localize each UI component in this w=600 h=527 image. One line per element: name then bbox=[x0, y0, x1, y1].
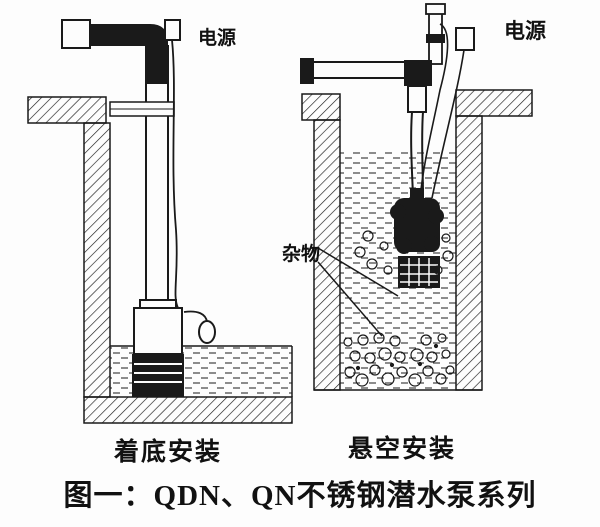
right-pump-top-knob bbox=[410, 188, 424, 200]
right-suspension-cable bbox=[419, 23, 449, 199]
right-stem-collar bbox=[426, 34, 445, 43]
right-floating-debris bbox=[354, 230, 454, 275]
power-label-left: 电源 bbox=[198, 26, 236, 49]
figure-caption: 图一：QDN、QN不锈钢潜水泵系列 bbox=[64, 479, 537, 512]
left-pump-strainer-base bbox=[132, 354, 184, 397]
right-discharge-elbow bbox=[404, 60, 432, 86]
right-pump-body-edge bbox=[396, 238, 412, 254]
left-pit-floor bbox=[83, 396, 293, 424]
right-pit-wall-right bbox=[455, 115, 483, 391]
left-pipe-outlet-coupling bbox=[61, 19, 91, 49]
right-ground-band-left bbox=[301, 93, 341, 121]
left-float-switch bbox=[198, 320, 216, 344]
debris-leader-line bbox=[317, 261, 383, 337]
left-pump-body bbox=[133, 307, 183, 355]
right-power-plug bbox=[455, 27, 475, 51]
right-ground-band-right bbox=[455, 89, 533, 117]
debris-label: 杂物 bbox=[282, 242, 320, 265]
right-power-cord bbox=[431, 49, 465, 199]
right-installation-diagram: 杂物 电源 悬空安装 bbox=[282, 3, 546, 463]
left-power-cord bbox=[171, 39, 179, 309]
left-caption: 着底安装 bbox=[113, 437, 222, 466]
right-stem-cap bbox=[425, 3, 446, 15]
left-discharge-elbow bbox=[90, 24, 168, 84]
right-horizontal-pipe bbox=[311, 61, 409, 79]
left-riser-pipe bbox=[145, 45, 169, 313]
right-caption: 悬空安装 bbox=[348, 434, 456, 463]
left-pit-wall bbox=[83, 122, 111, 398]
left-installation-diagram: 电源 着底安装 bbox=[27, 19, 293, 466]
right-pipe-outlet-end bbox=[300, 58, 314, 84]
left-float-cord bbox=[183, 310, 208, 323]
left-ground-band bbox=[27, 96, 107, 124]
right-vertical-pipe bbox=[407, 85, 427, 113]
right-pit-wall-left bbox=[313, 119, 341, 391]
power-label-right: 电源 bbox=[504, 19, 546, 43]
right-pump-body-edge bbox=[424, 236, 440, 252]
right-pump-body-edge bbox=[390, 204, 406, 220]
left-power-plug bbox=[164, 19, 181, 41]
debris-leader-line bbox=[317, 247, 399, 297]
right-pump-body-edge bbox=[428, 208, 444, 224]
